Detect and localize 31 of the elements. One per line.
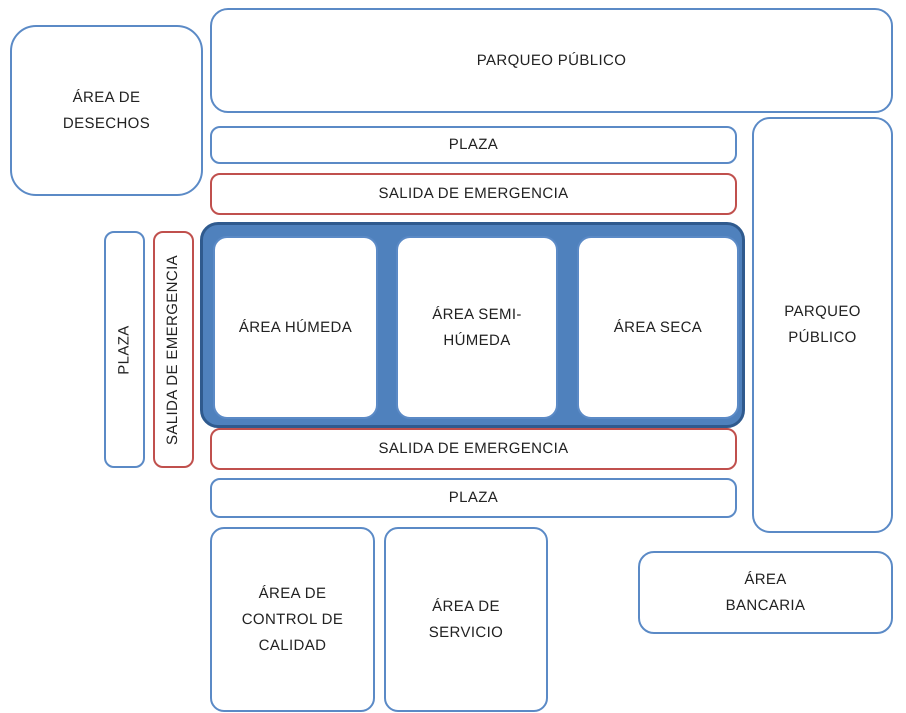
emergency-exit-zone xyxy=(210,173,737,215)
zone-box xyxy=(396,236,558,419)
zone-box xyxy=(210,126,737,164)
zone-label: ÁREA DE SERVICIO xyxy=(428,596,504,642)
zone-label: SALIDA DE EMERGENCIA xyxy=(378,439,569,459)
zone-label: SALIDA DE EMERGENCIA xyxy=(378,184,569,204)
zone-label: PARQUEO PÚBLICO xyxy=(476,50,626,70)
zone-box xyxy=(210,527,375,712)
zone-label: PLAZA xyxy=(114,324,134,374)
zone-label: ÁREA SECA xyxy=(614,318,702,338)
zone-box xyxy=(752,117,893,533)
zone-label: SALIDA DE EMERGENCIA xyxy=(164,254,182,445)
zone-label: PARQUEO PÚBLICO xyxy=(783,302,862,348)
emergency-exit-zone xyxy=(210,428,737,470)
zone-label: ÁREA DE DESECHOS xyxy=(62,88,152,134)
zone-label: ÁREA HÚMEDA xyxy=(238,318,352,338)
zone-box xyxy=(210,478,737,518)
zone-label: PLAZA xyxy=(448,135,498,155)
zone-box xyxy=(10,25,203,196)
zone-label: PLAZA xyxy=(448,488,498,508)
zone-box xyxy=(384,527,548,712)
zone-group-box xyxy=(200,222,745,428)
zone-box xyxy=(210,8,893,113)
emergency-exit-zone xyxy=(153,231,194,468)
zone-label: ÁREA SEMI- HÚMEDA xyxy=(431,304,523,350)
zone-label: ÁREA BANCARIA xyxy=(724,570,806,616)
zone-box xyxy=(638,551,893,634)
zone-box xyxy=(213,236,378,419)
zone-box xyxy=(577,236,739,419)
zone-box xyxy=(104,231,145,468)
zone-label: ÁREA DE CONTROL DE CALIDAD xyxy=(240,584,344,656)
